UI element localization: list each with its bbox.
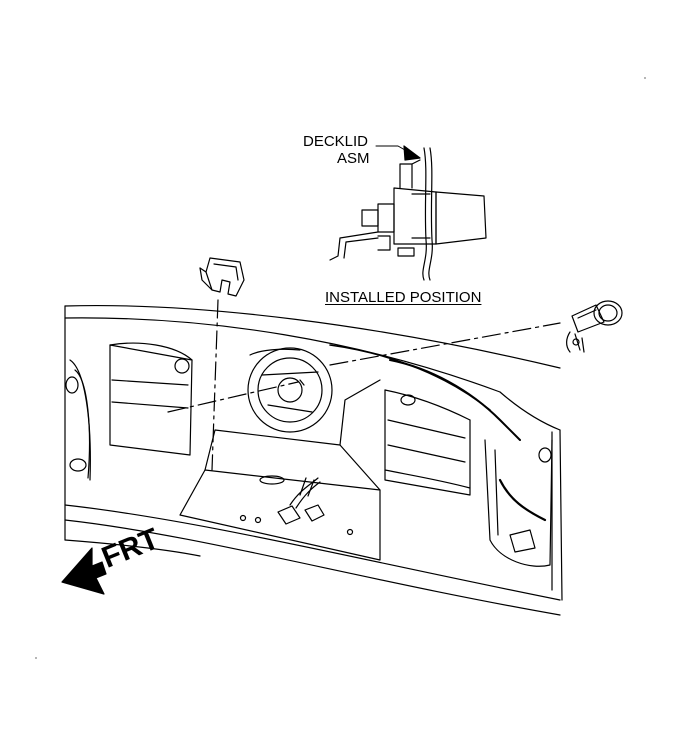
right-access-pocket [384,389,471,496]
lock-cylinder-part [566,300,623,353]
right-side-cavity [484,439,553,567]
installed-position-caption: INSTALLED POSITION [325,289,482,306]
retainer-clip [199,257,245,297]
front-direction-arrow-icon [61,547,107,595]
page-speck [644,77,646,79]
page-speck [35,657,37,659]
clip-leader-line [211,299,219,471]
lock-axis-line [167,381,299,413]
left-access-panel [109,342,193,456]
decklid-callout-line2: ASM [337,150,370,167]
latch-housing [179,379,381,561]
leader-arrow-icon [403,145,421,161]
installed-position-detail [329,145,487,281]
cylinder-axis-line [329,322,561,366]
left-ellipse-cutout [65,359,91,481]
lock-cylinder-opening [247,347,333,433]
decklid-callout-line1: DECKLID [303,133,369,150]
decklid-panel [64,304,563,616]
